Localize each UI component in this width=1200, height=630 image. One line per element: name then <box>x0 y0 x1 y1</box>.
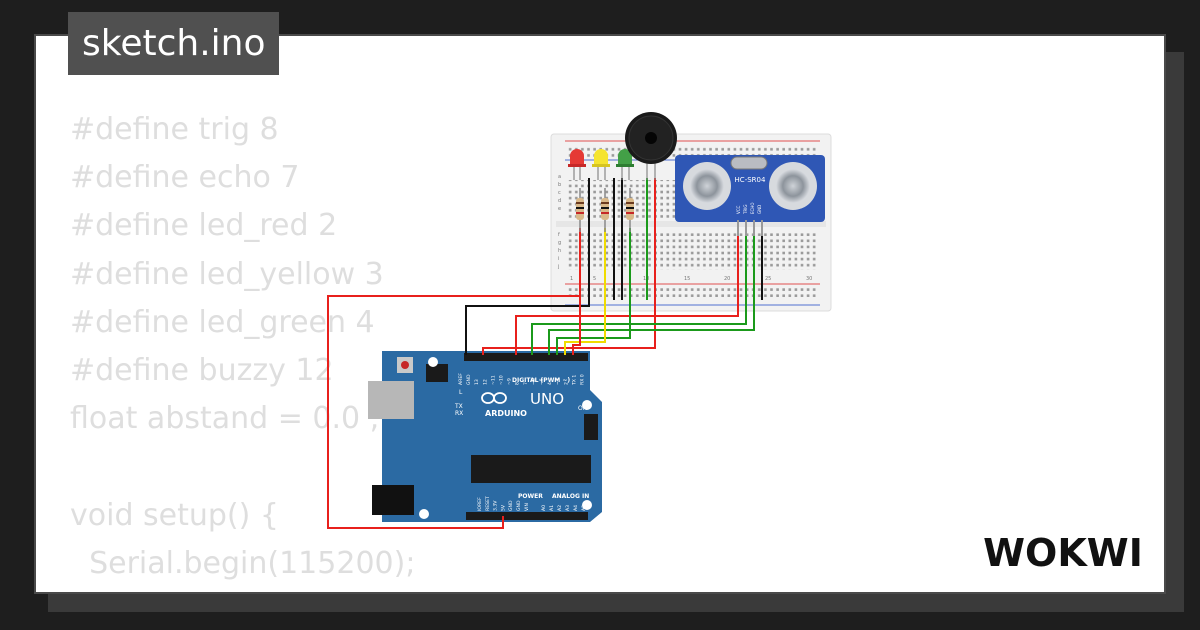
code-line: #define buzzy 12 <box>70 352 334 388</box>
preview-card: #define trig 8 #define echo 7 #define led_… <box>34 34 1166 594</box>
code-line: #define led_red 2 <box>70 208 338 244</box>
code-line: Serial.begin(115200); <box>70 545 416 581</box>
code-line: float abstand = 0.0 ; <box>70 401 380 437</box>
wokwi-logo-text: WOKWI <box>983 531 1143 575</box>
code-line <box>70 443 444 491</box>
code-line: pinMode(trig, OUTPUT); <box>70 588 444 592</box>
code-line: #define led_green 4 <box>70 304 375 340</box>
wokwi-logo: WOKWI <box>983 531 1143 575</box>
code-line: #define trig 8 <box>70 112 279 147</box>
code-line: #define led_yellow 3 <box>70 256 384 292</box>
code-line: #define echo 7 <box>70 160 300 196</box>
file-title: sketch.ino <box>68 12 280 75</box>
code-editor: #define trig 8 #define echo 7 #define led_… <box>70 106 444 592</box>
code-line: void setup() { <box>70 497 279 533</box>
